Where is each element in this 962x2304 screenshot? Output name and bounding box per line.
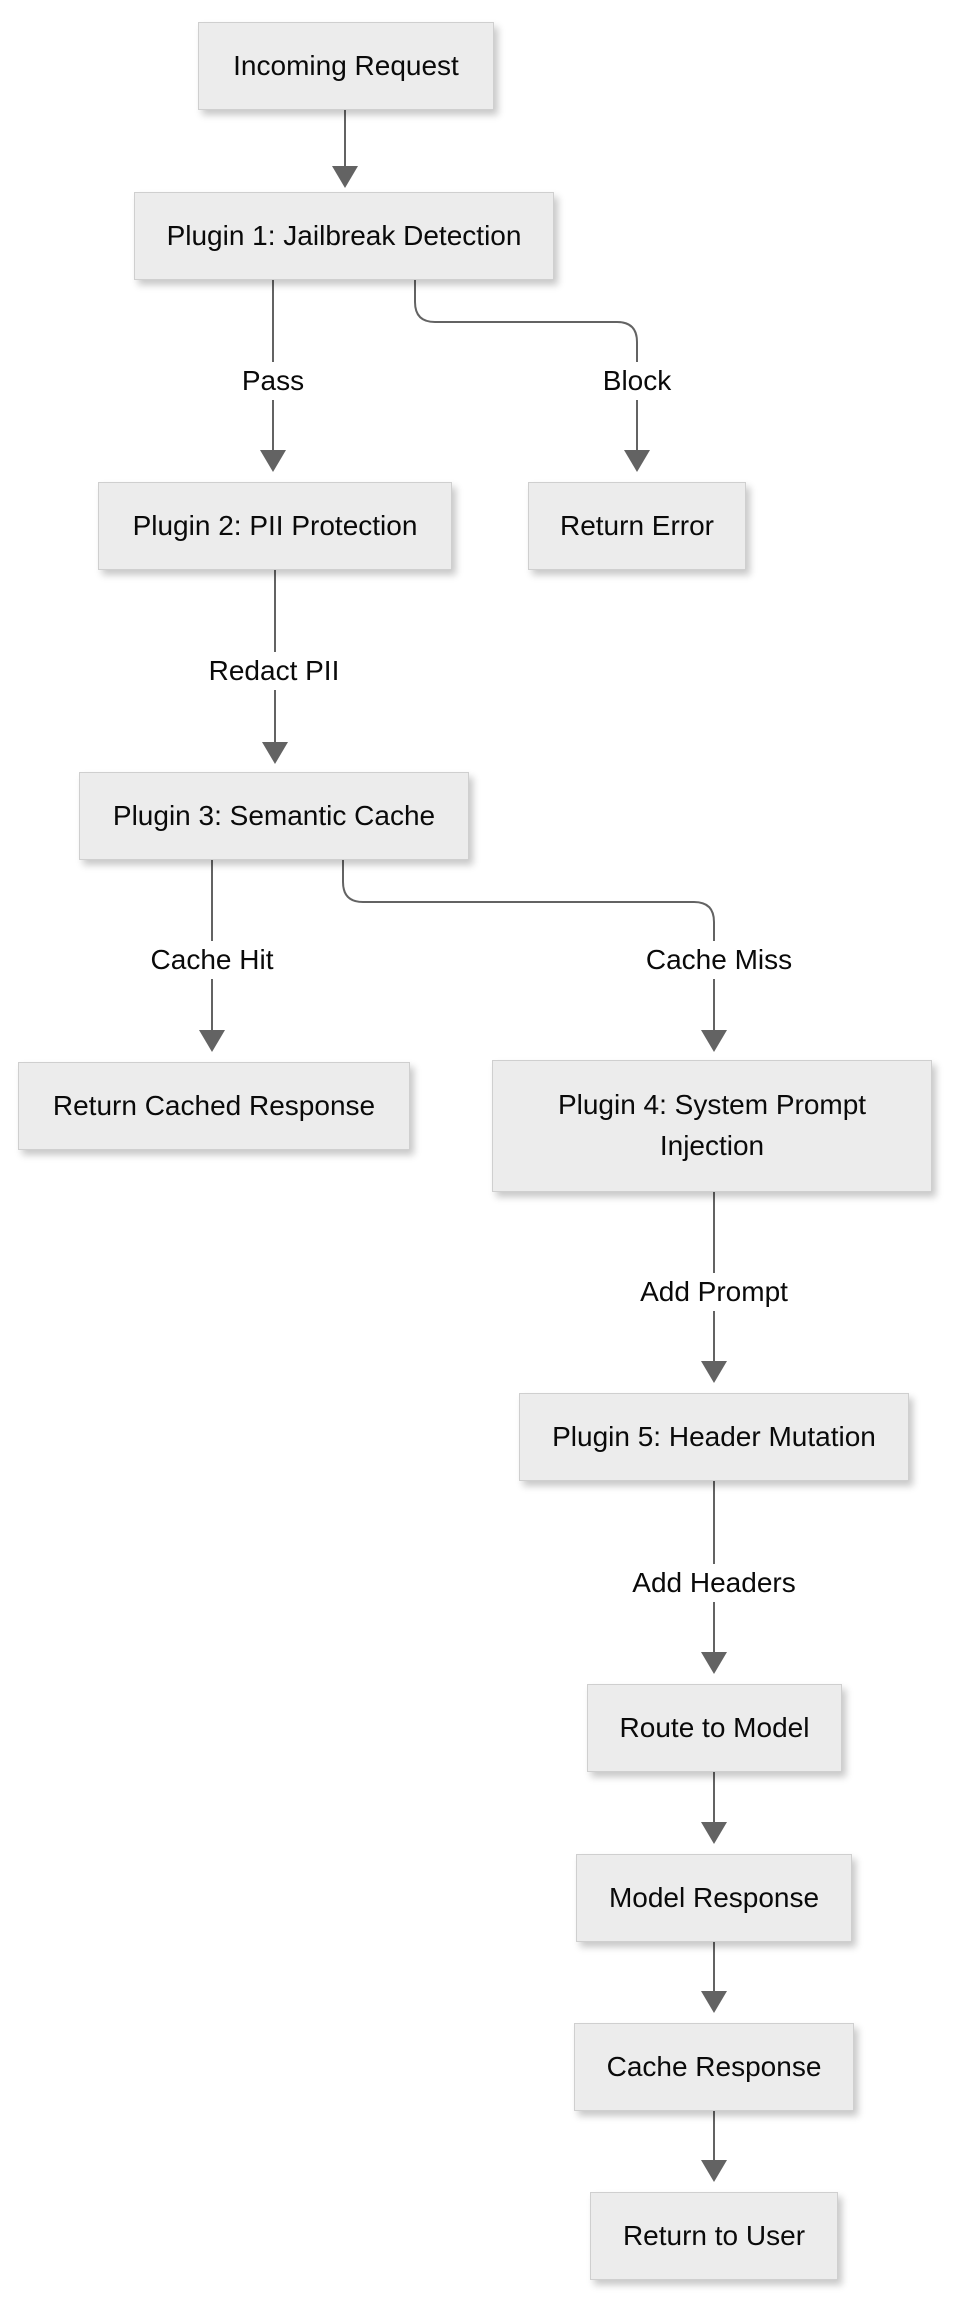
- node-label: Return Error: [559, 510, 715, 541]
- node-label: Model Response: [608, 1882, 820, 1913]
- edge-label-add-headers: Add Headers: [622, 1564, 806, 1602]
- edge-label-redact-pii: Redact PII: [198, 652, 350, 690]
- node-return-cached-response: Return Cached Response: [18, 1062, 410, 1150]
- node-plugin4-system-prompt-injection: Plugin 4: System Prompt Injection: [492, 1060, 932, 1192]
- edge-plugin1-block: [414, 280, 650, 472]
- node-plugin5-header-mutation: Plugin 5: Header Mutation: [519, 1393, 909, 1481]
- node-label: Plugin 2: PII Protection: [132, 510, 418, 541]
- node-cache-response: Cache Response: [574, 2023, 854, 2111]
- node-route-to-model: Route to Model: [587, 1684, 842, 1772]
- edge-label-pass: Pass: [231, 362, 315, 400]
- edge-label-add-prompt: Add Prompt: [630, 1273, 798, 1311]
- node-label: Cache Response: [606, 2051, 822, 2082]
- node-label: Return Cached Response: [52, 1090, 376, 1121]
- node-label: Plugin 5: Header Mutation: [552, 1421, 876, 1452]
- node-plugin3-semantic-cache: Plugin 3: Semantic Cache: [79, 772, 469, 860]
- node-plugin1-jailbreak-detection: Plugin 1: Jailbreak Detection: [134, 192, 554, 280]
- node-return-to-user: Return to User: [590, 2192, 838, 2280]
- node-label: Return to User: [622, 2220, 806, 2251]
- node-label: Plugin 3: Semantic Cache: [112, 800, 436, 831]
- node-label: Plugin 4: System Prompt Injection: [557, 1089, 867, 1161]
- node-incoming-request: Incoming Request: [198, 22, 494, 110]
- edge-plugin3-cache-miss: [342, 860, 727, 1052]
- node-return-error: Return Error: [528, 482, 746, 570]
- node-plugin2-pii-protection: Plugin 2: PII Protection: [98, 482, 452, 570]
- node-label: Incoming Request: [233, 50, 459, 81]
- node-model-response: Model Response: [576, 1854, 852, 1942]
- node-label: Route to Model: [619, 1712, 810, 1743]
- node-label: Plugin 1: Jailbreak Detection: [166, 220, 522, 251]
- edge-label-cache-hit: Cache Hit: [140, 941, 284, 979]
- edge-label-cache-miss: Cache Miss: [635, 941, 803, 979]
- edge-label-block: Block: [592, 362, 682, 400]
